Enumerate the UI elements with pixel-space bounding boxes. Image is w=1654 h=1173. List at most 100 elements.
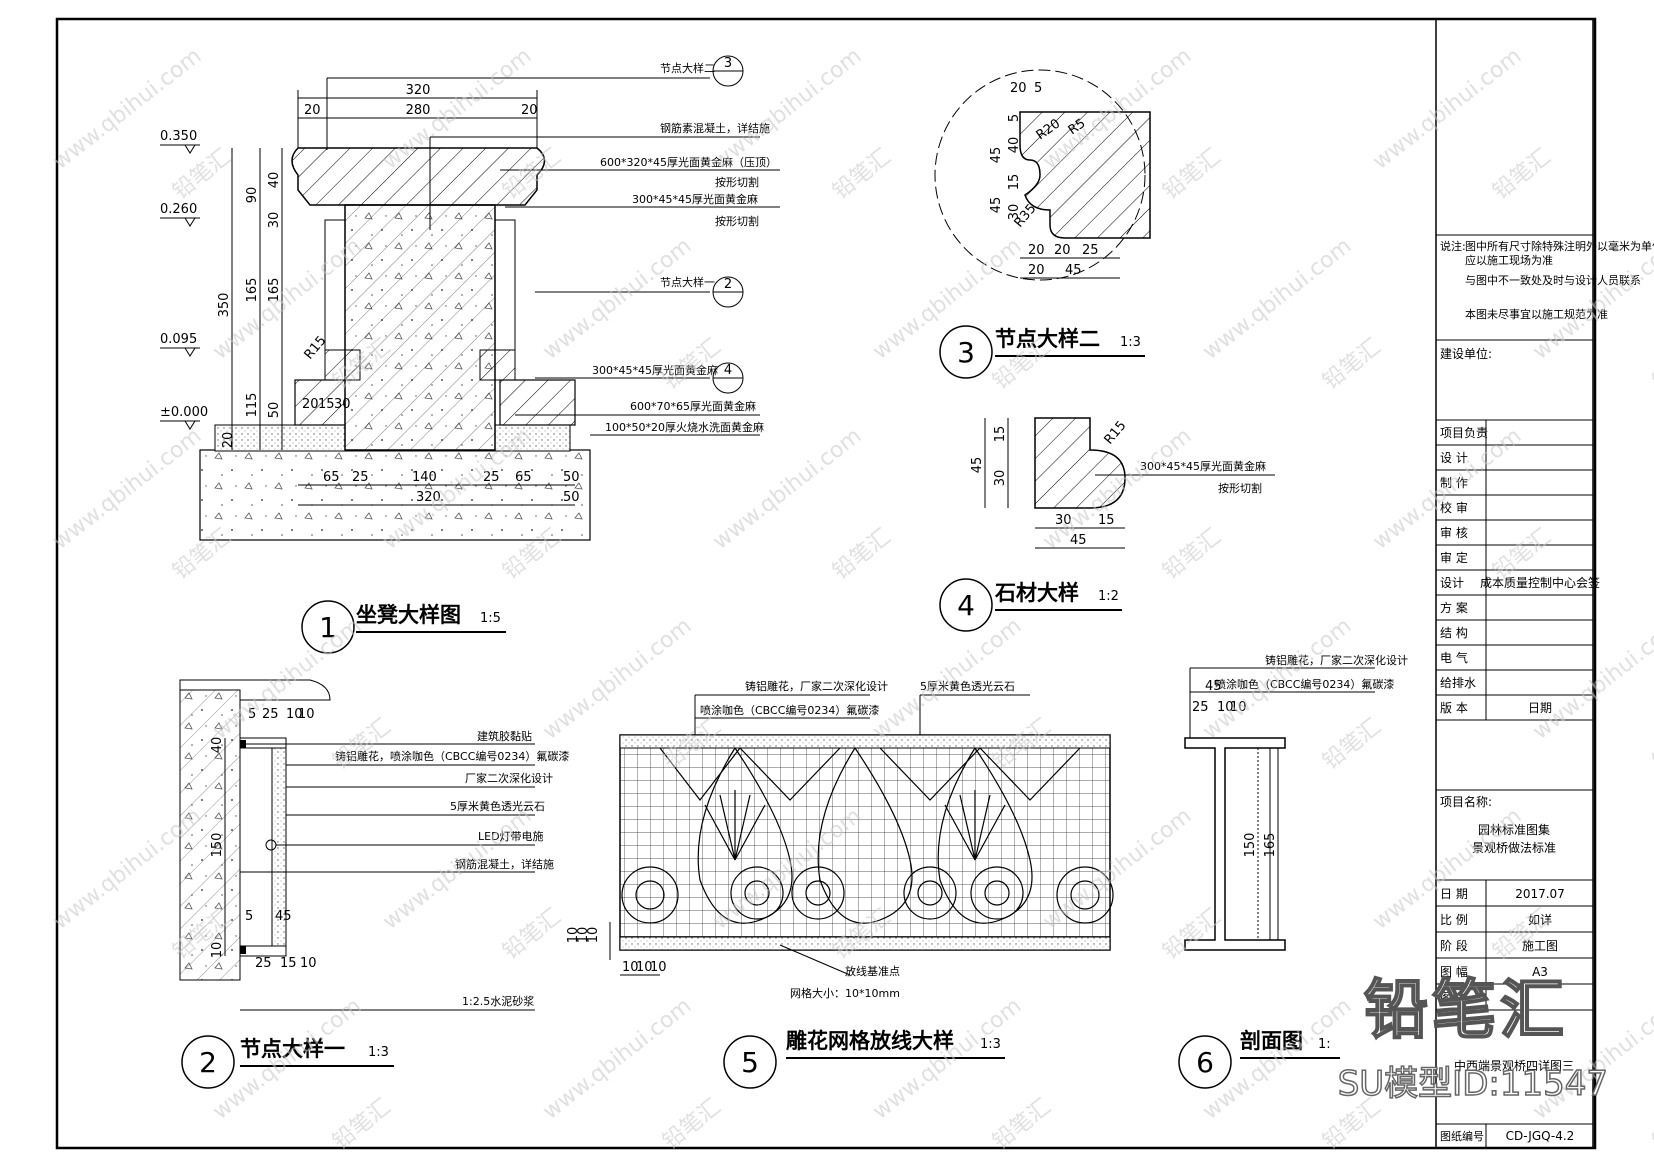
d3-dim-25: 25 — [1082, 243, 1099, 258]
d4-dim-30b: 30 — [1055, 513, 1072, 528]
d1-dim-50a: 50 — [563, 470, 580, 485]
detail-6-section: 铸铝雕花，厂家二次深化设计 喷涂咖色（CBCC编号0234）氟碳漆 45 25 … — [1178, 653, 1408, 1089]
tb-info-value: A3 — [1532, 965, 1548, 979]
tb-info-label: 阶 段 — [1440, 938, 1468, 953]
d6-dim-165: 165 — [1263, 833, 1278, 858]
d1-dim-140: 140 — [412, 470, 437, 485]
d2-dim-5a: 5 — [248, 707, 256, 722]
tb-info-label: 图 名 — [1440, 990, 1468, 1005]
tb-row-label: 制 作 — [1440, 476, 1468, 490]
tb-row-label: 审 核 — [1440, 525, 1468, 540]
watermark-url: www.qbihui.com — [48, 44, 206, 175]
watermark-brand: 铅笔汇 — [828, 144, 895, 204]
tb-row-value: 成本质量控制中心会签 — [1480, 575, 1600, 590]
callout-stone-300a: 300*45*45厚光面黄金麻 — [632, 192, 758, 206]
tb-row-label: 结 构 — [1440, 625, 1468, 640]
detail-3-title: 节点大样二 — [995, 327, 1100, 351]
tb-info-label: 图 幅 — [1440, 964, 1468, 979]
tb-row-label: 项目负责 — [1440, 426, 1488, 440]
d2-notes: 建筑胶黏贴 铸铝雕花，喷涂咖色（CBCC编号0234）氟碳漆 厂家二次深化设计 … — [240, 729, 569, 1011]
d2-note-0: 建筑胶黏贴 — [477, 729, 532, 743]
detail-5-number: 5 — [741, 1046, 759, 1079]
d2-note-5: 钢筋混凝土，详结施 — [455, 857, 554, 871]
ref-4: 4 — [724, 363, 732, 378]
tb-row-label: 版 本 — [1440, 701, 1468, 715]
watermark-url: www.qbihui.com — [1528, 614, 1654, 745]
detail-3-node: 20 5 45 45 40 15 30 5 R20 R5 R35 20 20 2… — [934, 69, 1151, 379]
ref-2: 2 — [724, 277, 732, 292]
watermark-brand: 铅笔汇 — [1318, 714, 1385, 774]
tb-project-label: 项目名称: — [1440, 794, 1492, 809]
tb-note-2: 与图中不一致处及时与设计人员联系 — [1465, 273, 1641, 287]
tb-row-value: 日期 — [1528, 701, 1552, 715]
d1-dim-65a: 65 — [323, 470, 340, 485]
detail-3-number: 3 — [957, 336, 975, 369]
detail-3-scale: 1:3 — [1120, 335, 1141, 350]
callout-cut1: 按形切割 — [715, 175, 759, 189]
d1-dim-320-top: 320 — [406, 83, 431, 98]
detail-1-scale: 1:5 — [480, 611, 501, 626]
d2-dim-45: 45 — [275, 909, 292, 924]
d4-note-cut: 按形切割 — [1218, 481, 1262, 495]
d4-dim-45: 45 — [970, 457, 985, 474]
level-0350: 0.350 — [160, 129, 197, 144]
d3-dim-45c: 45 — [1065, 263, 1082, 278]
d3-dim-45b: 45 — [989, 197, 1004, 214]
d1-dim-20a: 20 — [221, 432, 236, 449]
d1-dim-25b: 25 — [483, 470, 500, 485]
watermark-brand: 铅笔汇 — [1488, 904, 1555, 964]
d6-dim-10b: 10 — [1230, 700, 1247, 715]
detail-6-title: 剖面图 — [1240, 1029, 1303, 1053]
tb-info-value: 如详 — [1528, 912, 1552, 927]
watermark-url: www.qbihui.com — [48, 424, 206, 555]
model-id: SU模型ID:11547 — [1337, 1063, 1609, 1105]
tb-drawing-name: 中西端景观桥四详图三 — [1454, 1058, 1574, 1073]
d1-dim-30: 30 — [267, 212, 282, 229]
callout-cut2: 按形切割 — [715, 214, 759, 228]
d3-dim-5: 5 — [1034, 81, 1042, 96]
tb-drawing-no: CD-JGQ-4.2 — [1506, 1129, 1575, 1143]
d2-dim-10a: 10 — [286, 707, 303, 722]
d1-dim-50: 50 — [267, 402, 282, 419]
watermark-brand: 铅笔汇 — [328, 1094, 395, 1154]
detail-5-scale: 1:3 — [980, 1037, 1001, 1052]
callout-coping: 600*320*45厚光面黄金麻（压顶） — [600, 155, 777, 169]
d2-dim-25a: 25 — [262, 707, 279, 722]
watermark-url: www.qbihui.com — [538, 994, 696, 1125]
tb-row-label: 给排水 — [1440, 676, 1476, 690]
d4-radius: R15 — [1102, 418, 1130, 447]
d2-dim-40: 40 — [210, 737, 225, 754]
detail-2-title: 节点大样一 — [240, 1037, 345, 1061]
d5-note-paint: 喷涂咖色（CBCC编号0234）氟碳漆 — [700, 703, 879, 717]
detail-5-grid-pattern: 铸铝雕花，厂家二次深化设计 喷涂咖色（CBCC编号0234）氟碳漆 5厚米黄色透… — [566, 679, 1114, 1089]
d5-note-gridsize: 网格大小：10*10mm — [790, 986, 900, 1000]
watermark-brand: 铅笔汇 — [328, 714, 395, 774]
callout-rc-concrete: 钢筋素混凝土，详结施 — [660, 121, 770, 135]
watermark-brand: 铅笔汇 — [1488, 144, 1555, 204]
detail-4-number: 4 — [957, 589, 975, 622]
d1-dim-90: 90 — [245, 187, 260, 204]
level-0260: 0.260 — [160, 202, 197, 217]
d5-note-marble: 5厚米黄色透光云石 — [920, 679, 1015, 693]
detail-4-title: 石材大样 — [994, 581, 1079, 605]
callout-node-detail-1: 节点大样一 — [660, 275, 715, 289]
d3-dim-40: 40 — [1007, 137, 1022, 154]
d1-dim-small-15: 15 — [318, 397, 335, 412]
ref-3: 3 — [724, 56, 732, 71]
tb-info-label: 日 期 — [1440, 887, 1468, 901]
detail-4-stone: 45 15 30 R15 30 15 45 300*45*45厚光面黄金麻 按形… — [939, 417, 1275, 632]
d1-dim-165a: 165 — [245, 278, 260, 303]
d5-dim-h1: 10 — [622, 960, 639, 975]
tb-project-name-1: 园林标准图集 — [1478, 822, 1550, 837]
d3-dim-45a: 45 — [989, 147, 1004, 164]
detail-4-scale: 1:2 — [1098, 589, 1119, 604]
d1-dim-25a: 25 — [352, 470, 369, 485]
d4-dim-15: 15 — [993, 426, 1008, 443]
d1-dim-115: 115 — [245, 393, 260, 418]
d1-dim-20-r: 20 — [521, 103, 538, 118]
d2-dim-150: 150 — [210, 833, 225, 858]
watermark-url: www.qbihui.com — [708, 424, 866, 555]
watermark-brand: 铅笔汇 — [1158, 144, 1225, 204]
d3-dim-20d: 20 — [1028, 263, 1045, 278]
tb-info-value: 施工图 — [1522, 939, 1558, 953]
